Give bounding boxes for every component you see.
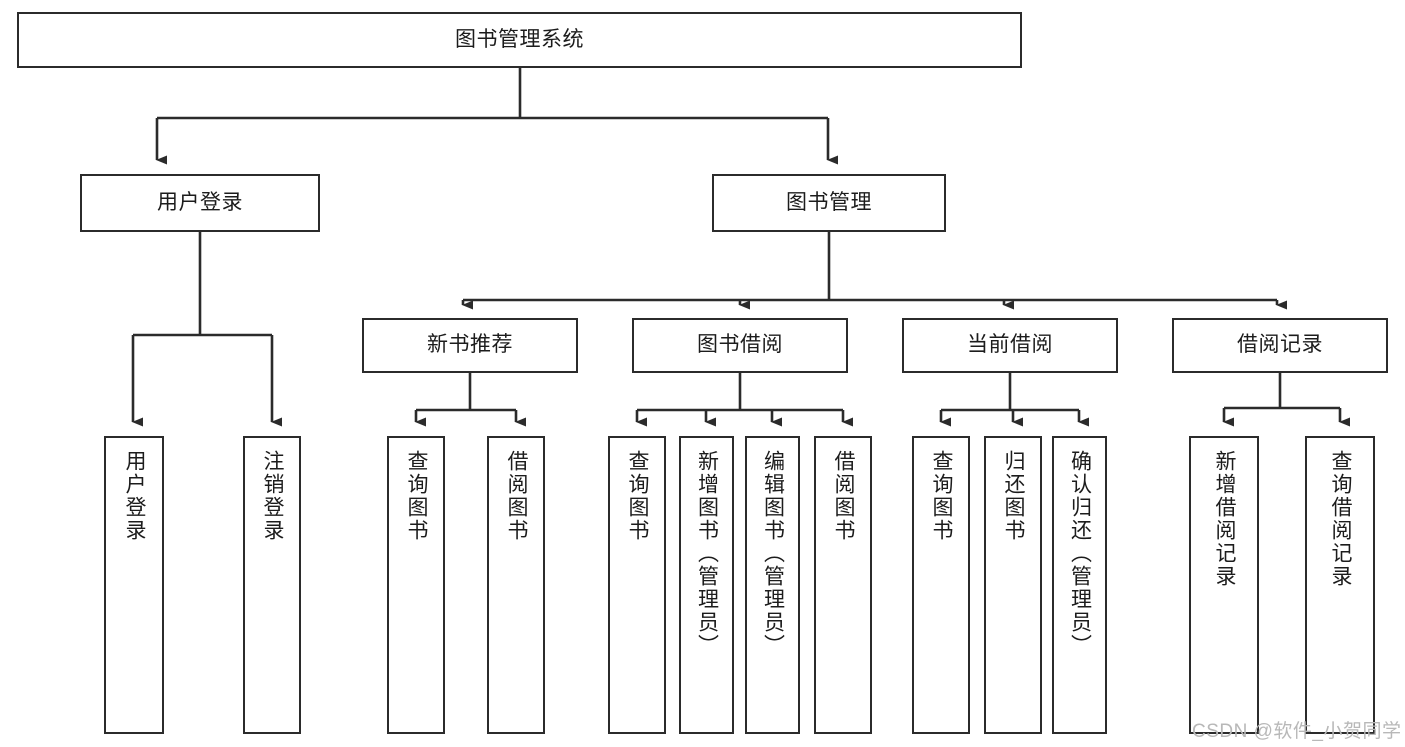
leaf-borrow-book-recommend[interactable]: 借阅图书 bbox=[487, 436, 545, 734]
node-label: 图书管理系统 bbox=[455, 27, 584, 51]
leaf-query-book-recommend[interactable]: 查询图书 bbox=[387, 436, 445, 734]
node-label: 新增借阅记录 bbox=[1213, 450, 1237, 588]
node-label: 归还图书 bbox=[1002, 450, 1026, 542]
node-label: 查询图书 bbox=[405, 450, 429, 542]
node-borrow-record[interactable]: 借阅记录 bbox=[1172, 318, 1388, 373]
node-label: 当前借阅 bbox=[967, 333, 1053, 357]
leaf-query-book-borrow[interactable]: 查询图书 bbox=[608, 436, 666, 734]
node-label: 借阅图书 bbox=[505, 450, 529, 542]
node-new-book-recommend[interactable]: 新书推荐 bbox=[362, 318, 578, 373]
node-label: 新增图书（管理员） bbox=[695, 450, 719, 657]
node-book-borrow[interactable]: 图书借阅 bbox=[632, 318, 848, 373]
node-label: 查询图书 bbox=[930, 450, 954, 542]
leaf-edit-book-admin[interactable]: 编辑图书（管理员） bbox=[745, 436, 800, 734]
node-label: 借阅记录 bbox=[1237, 333, 1323, 357]
leaf-confirm-return-admin[interactable]: 确认归还（管理员） bbox=[1052, 436, 1107, 734]
leaf-return-book[interactable]: 归还图书 bbox=[984, 436, 1042, 734]
node-label: 查询借阅记录 bbox=[1329, 450, 1353, 588]
node-label: 确认归还（管理员） bbox=[1068, 450, 1092, 657]
leaf-user-login[interactable]: 用户登录 bbox=[104, 436, 164, 734]
node-label: 编辑图书（管理员） bbox=[761, 450, 785, 657]
node-label: 图书借阅 bbox=[697, 333, 783, 357]
node-user-login[interactable]: 用户登录 bbox=[80, 174, 320, 232]
watermark: CSDN @软件_小贺同学 bbox=[1192, 721, 1402, 742]
leaf-query-borrow-record[interactable]: 查询借阅记录 bbox=[1305, 436, 1375, 734]
node-current-borrow[interactable]: 当前借阅 bbox=[902, 318, 1118, 373]
leaf-add-book-admin[interactable]: 新增图书（管理员） bbox=[679, 436, 734, 734]
leaf-add-borrow-record[interactable]: 新增借阅记录 bbox=[1189, 436, 1259, 734]
node-root-system[interactable]: 图书管理系统 bbox=[17, 12, 1022, 68]
leaf-borrow-book[interactable]: 借阅图书 bbox=[814, 436, 872, 734]
node-label: 图书管理 bbox=[786, 190, 872, 214]
node-label: 借阅图书 bbox=[832, 450, 856, 542]
node-label: 查询图书 bbox=[626, 450, 650, 542]
node-label: 用户登录 bbox=[123, 450, 147, 542]
leaf-logout[interactable]: 注销登录 bbox=[243, 436, 301, 734]
leaf-query-book-current[interactable]: 查询图书 bbox=[912, 436, 970, 734]
node-label: 用户登录 bbox=[157, 190, 243, 214]
node-book-management[interactable]: 图书管理 bbox=[712, 174, 946, 232]
node-label: 注销登录 bbox=[261, 450, 285, 542]
node-label: 新书推荐 bbox=[427, 333, 513, 357]
